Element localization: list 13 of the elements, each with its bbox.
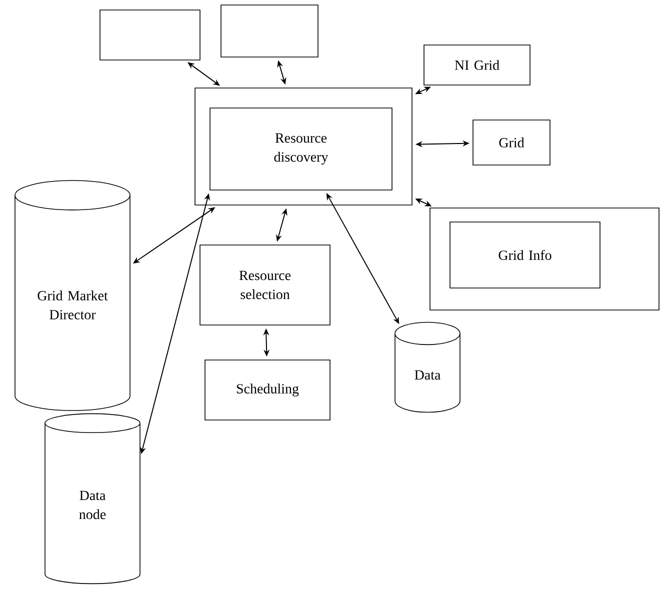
process-box: Resource discovery	[210, 108, 392, 190]
database-cylinder: Data	[394, 322, 460, 413]
process-box	[220, 4, 318, 58]
process-box: Resource selection	[200, 244, 330, 326]
process-box: Grid	[472, 120, 550, 166]
database-cylinder: Data node	[44, 413, 140, 584]
process-box	[100, 10, 200, 60]
process-box	[430, 208, 660, 310]
process-box	[194, 88, 412, 206]
database-cylinder: Grid Market Director	[14, 180, 130, 411]
process-box: Grid Info	[450, 222, 600, 288]
process-box: NI Grid	[424, 44, 530, 86]
process-box: Scheduling	[204, 360, 330, 420]
